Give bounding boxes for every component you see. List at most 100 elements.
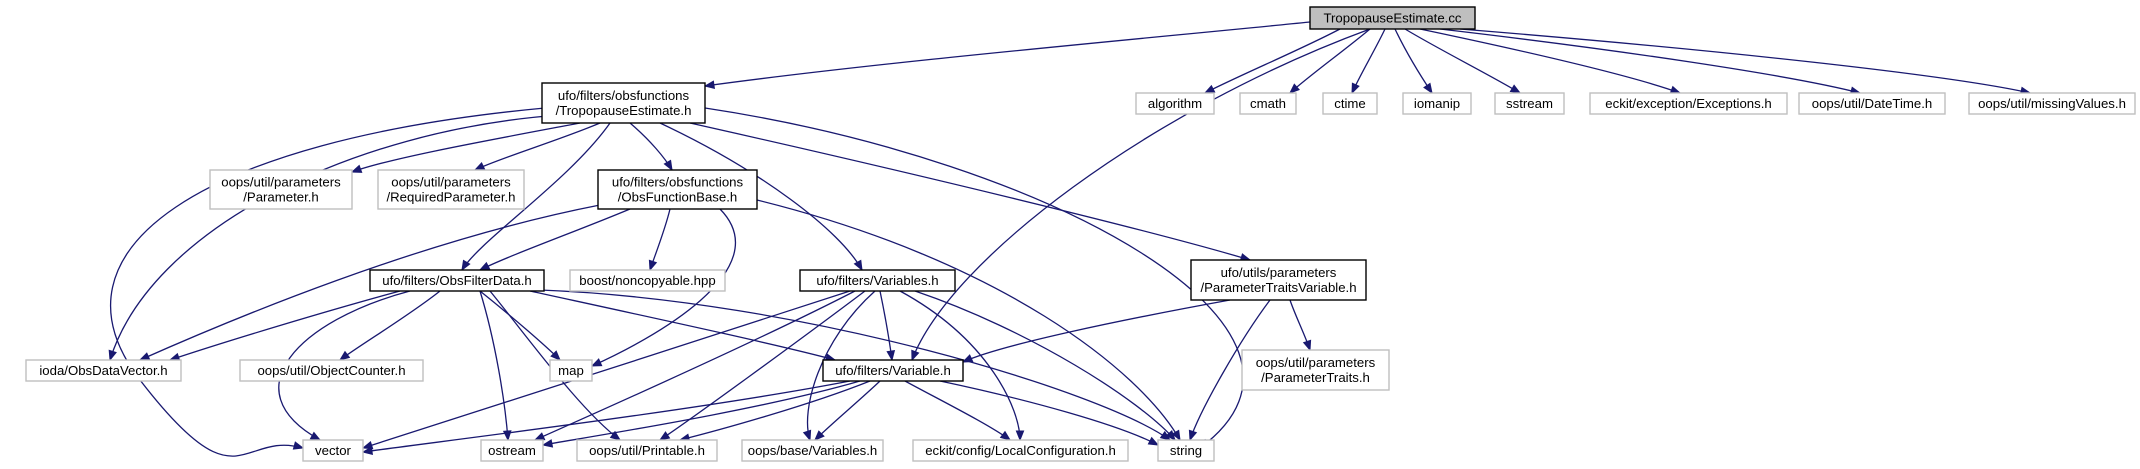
edge-paramtraitsvar_h-to-paramtraits_h <box>1289 299 1312 352</box>
node-label: ufo/filters/ObsFilterData.h <box>382 273 532 288</box>
node-label: oops/util/ObjectCounter.h <box>257 363 405 378</box>
node-box <box>541 82 706 124</box>
node-printable-h[interactable]: oops/util/Printable.h <box>576 439 718 462</box>
node-label: iomanip <box>1414 96 1460 111</box>
node-variable-h[interactable]: ufo/filters/Variable.h <box>822 359 964 382</box>
edge-obsfunctionbase_h-to-obsfilterdata_h <box>478 208 631 271</box>
node-label: ufo/utils/parameters <box>1221 265 1337 280</box>
node-sstream[interactable]: sstream <box>1494 92 1565 115</box>
node-ostream[interactable]: ostream <box>480 439 544 462</box>
node-root[interactable]: TropopauseEstimate.cc <box>1309 6 1476 30</box>
node-label: oops/util/DateTime.h <box>1812 96 1932 111</box>
edge-root-to-iomanip <box>1394 28 1433 95</box>
node-label: cmath <box>1250 96 1286 111</box>
edge-tropopause_h-to-string <box>704 107 1244 449</box>
node-label: oops/base/Variables.h <box>748 443 878 458</box>
edge-variables_h-to-ostream <box>533 290 856 441</box>
node-box <box>369 269 545 292</box>
edge-tropopause_h-to-requiredparameter_h <box>473 122 601 171</box>
node-obsfunctionbase-h[interactable]: ufo/filters/obsfunctions/ObsFunctionBase… <box>597 169 758 210</box>
edge-variable_h-to-vector <box>361 380 851 455</box>
edge-root-to-datetime_h <box>1439 28 1862 95</box>
edge-variable_h-to-localconfig_h <box>904 380 1012 441</box>
node-label: /ParameterTraitsVariable.h <box>1200 280 1356 295</box>
edge-obsfilterdata_h-to-map <box>479 290 561 361</box>
node-paramtraits-h[interactable]: oops/util/parameters/ParameterTraits.h <box>1241 349 1390 391</box>
node-box <box>597 169 758 210</box>
node-obsfilterdata-h[interactable]: ufo/filters/ObsFilterData.h <box>369 269 545 292</box>
node-box <box>25 359 182 382</box>
edge-paramtraitsvar_h-to-string <box>1188 299 1271 442</box>
edge-obsfilterdata_h-to-variable_h <box>529 290 837 362</box>
edge-variable_h-to-string <box>939 380 1160 446</box>
node-label: boost/noncopyable.hpp <box>579 273 715 288</box>
node-label: map <box>558 363 584 378</box>
edge-variables_h-to-vector <box>361 290 851 450</box>
node-algorithm[interactable]: algorithm <box>1135 92 1215 115</box>
node-label: ioda/ObsDataVector.h <box>39 363 167 378</box>
node-label: string <box>1170 443 1202 458</box>
node-missingvalues-h[interactable]: oops/util/missingValues.h <box>1968 92 2136 115</box>
node-vector[interactable]: vector <box>302 439 364 462</box>
node-iomanip[interactable]: iomanip <box>1402 92 1472 115</box>
node-label: oops/util/Printable.h <box>589 443 705 458</box>
node-localconfig-h[interactable]: eckit/config/LocalConfiguration.h <box>912 439 1129 462</box>
edge-variables_h-to-string <box>914 290 1176 442</box>
node-cmath[interactable]: cmath <box>1239 92 1297 115</box>
node-map[interactable]: map <box>549 359 593 382</box>
edge-variables_h-to-oopsvariables_h <box>802 290 876 442</box>
node-noncopyable-hpp[interactable]: boost/noncopyable.hpp <box>569 269 726 292</box>
edge-variable_h-to-ostream <box>541 380 861 448</box>
edge-tropopause_h-to-variables_h <box>659 122 863 272</box>
node-string[interactable]: string <box>1157 439 1215 462</box>
edge-tropopause_h-to-obsfilterdata_h <box>461 122 611 272</box>
node-label: /Parameter.h <box>243 190 319 205</box>
node-paramtraitsvar-h[interactable]: ufo/utils/parameters/ParameterTraitsVari… <box>1190 259 1367 301</box>
node-label: vector <box>315 443 352 458</box>
node-obsdatavector-h[interactable]: ioda/ObsDataVector.h <box>25 359 182 382</box>
node-variables-h[interactable]: ufo/filters/Variables.h <box>799 269 956 292</box>
node-label: ufo/filters/Variables.h <box>816 273 938 288</box>
edge-tropopause_h-to-vector <box>110 107 546 457</box>
node-box <box>209 169 353 210</box>
node-label: /ParameterTraits.h <box>1261 370 1370 385</box>
node-parameter-h[interactable]: oops/util/parameters/Parameter.h <box>209 169 353 210</box>
edge-obsfilterdata_h-to-objectcounter_h <box>338 290 441 361</box>
node-label: oops/util/parameters <box>1256 355 1376 370</box>
edge-obsfunctionbase_h-to-map <box>590 208 737 367</box>
node-box <box>1190 259 1367 301</box>
node-label: algorithm <box>1148 96 1202 111</box>
node-datetime-h[interactable]: oops/util/DateTime.h <box>1798 92 1946 115</box>
node-objectcounter-h[interactable]: oops/util/ObjectCounter.h <box>239 359 424 382</box>
node-box <box>480 439 544 462</box>
node-box <box>1309 6 1476 30</box>
node-tropopause-h[interactable]: ufo/filters/obsfunctions/TropopauseEstim… <box>541 82 706 124</box>
node-box <box>1494 92 1565 115</box>
node-label: oops/util/missingValues.h <box>1978 96 2126 111</box>
edge-root-to-ctime <box>1351 28 1386 95</box>
edge-tropopause_h-to-parameter_h <box>350 122 581 173</box>
edge-obsfunctionbase_h-to-noncopyable_hpp <box>648 208 671 272</box>
node-box <box>822 359 964 382</box>
node-label: eckit/config/LocalConfiguration.h <box>925 443 1116 458</box>
node-box <box>569 269 726 292</box>
node-box <box>549 359 593 382</box>
edge-root-to-sstream <box>1404 28 1522 94</box>
node-label: oops/util/parameters <box>391 175 511 190</box>
edge-obsfilterdata_h-to-ostream <box>479 290 512 442</box>
node-box <box>576 439 718 462</box>
node-box <box>1968 92 2136 115</box>
node-oopsvariables-h[interactable]: oops/base/Variables.h <box>741 439 884 462</box>
node-box <box>1135 92 1215 115</box>
node-exceptions-h[interactable]: eckit/exception/Exceptions.h <box>1589 92 1788 115</box>
edge-root-to-exceptions_h <box>1419 28 1682 94</box>
node-requiredparameter-h[interactable]: oops/util/parameters/RequiredParameter.h <box>377 169 525 210</box>
node-box <box>1402 92 1472 115</box>
node-box <box>741 439 884 462</box>
node-ctime[interactable]: ctime <box>1322 92 1378 115</box>
node-label: /RequiredParameter.h <box>386 190 515 205</box>
node-label: ufo/filters/obsfunctions <box>612 175 744 190</box>
nodes-layer: TropopauseEstimate.cc ufo/filters/obsfunc… <box>25 6 2136 462</box>
edge-root-to-algorithm <box>1203 28 1341 94</box>
